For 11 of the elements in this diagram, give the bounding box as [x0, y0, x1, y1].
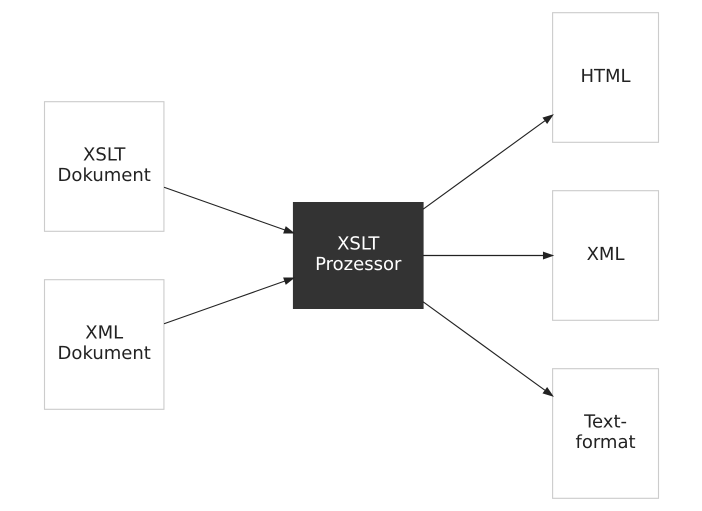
arrow	[163, 277, 295, 324]
node-box: Text- format	[552, 368, 659, 499]
arrow	[163, 186, 295, 234]
arrow	[422, 252, 554, 260]
node-box: XSLT Prozessor	[292, 202, 424, 310]
node-box: XML Dokument	[43, 279, 164, 410]
arrow	[422, 114, 554, 210]
node-box: XML	[552, 190, 659, 321]
node-box: XSLT Dokument	[43, 101, 164, 232]
node-box: HTML	[552, 12, 659, 143]
arrow	[422, 301, 554, 397]
